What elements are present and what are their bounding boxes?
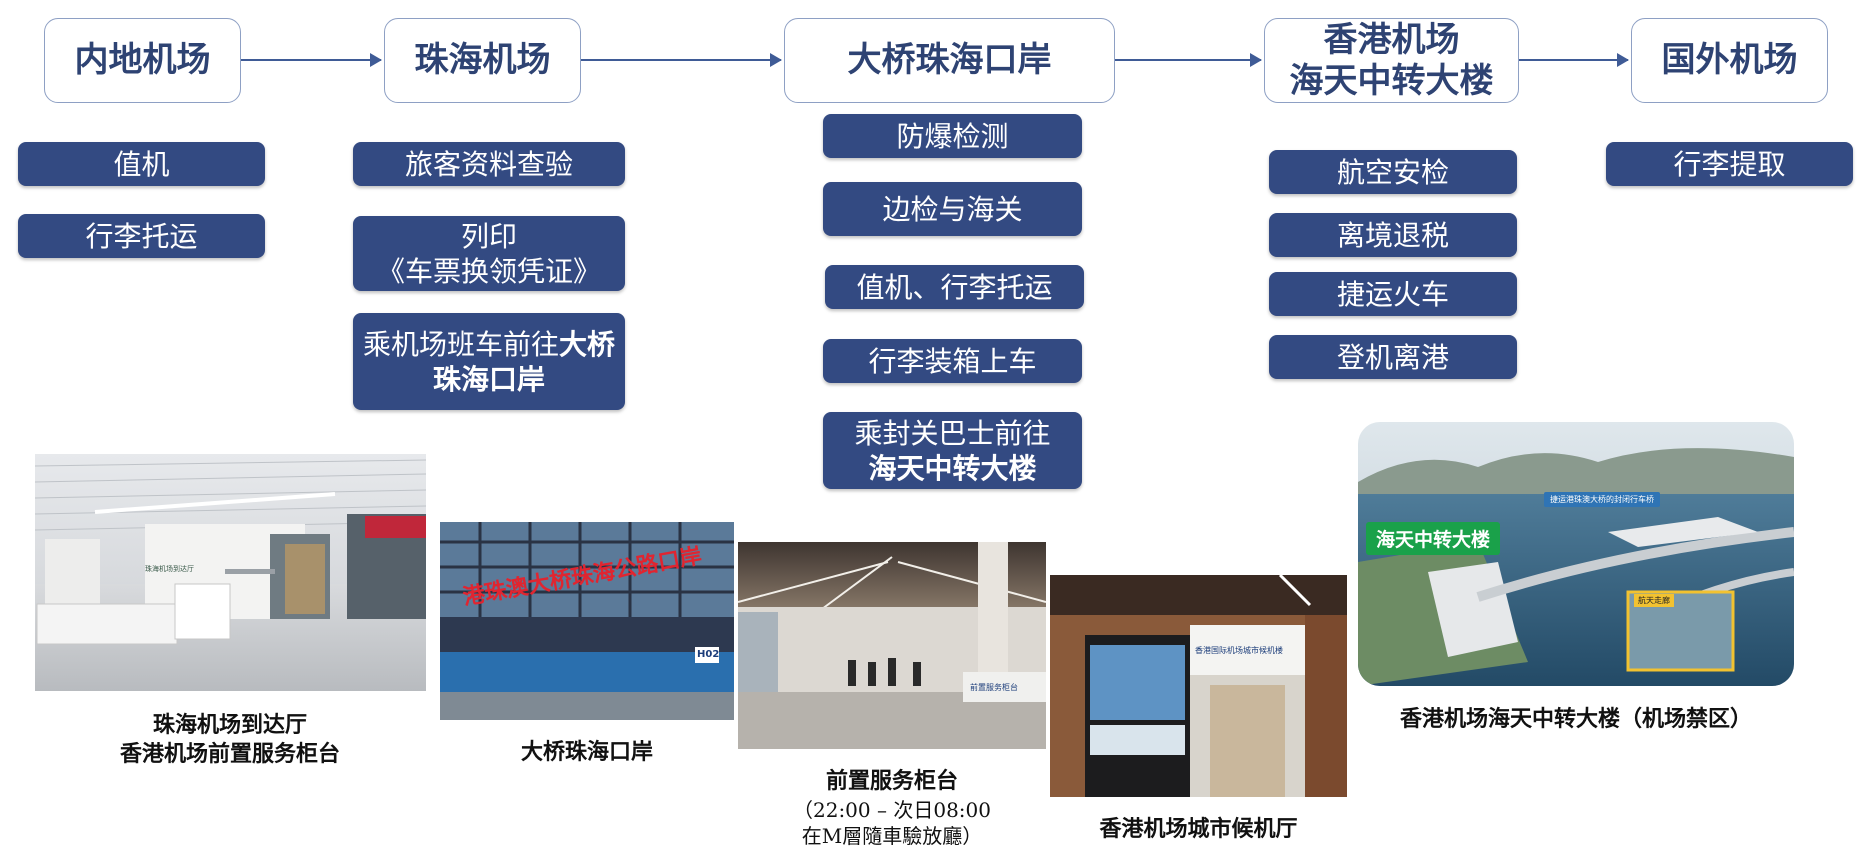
step-label: 边检与海关 (882, 192, 1023, 226)
step-border-customs: 边检与海关 (823, 182, 1082, 236)
stage-zhuhai-airport: 珠海机场 (384, 18, 581, 103)
step-label: 值机、行李托运 (856, 270, 1053, 304)
photo-zhuhai-arrival-hall: 珠海机场到达厅 (35, 454, 426, 691)
caption-line: 香港机场海天中转大楼（机场禁区） (1399, 707, 1752, 732)
caption-line: 香港机场城市候机厅 (1099, 817, 1298, 842)
step-label: 值机 (113, 147, 170, 181)
caption-line: 在M層隨車驗放廳） (801, 823, 983, 848)
step-label-part: 乘机场班车前往 (362, 327, 559, 361)
step-label: 离境退税 (1336, 218, 1449, 252)
stage-bridge-zhuhai-port: 大桥珠海口岸 (784, 18, 1115, 103)
step-automated-train: 捷运火车 (1269, 272, 1517, 316)
photo-art (738, 542, 1046, 749)
caption-line: 香港机场前置服务柜台 (119, 741, 340, 767)
step-passenger-verification: 旅客资料查验 (353, 142, 625, 186)
photo-sign: 香港国际机场城市候机楼 (1195, 646, 1283, 655)
flow-arrow (1115, 53, 1262, 67)
step-explosive-check: 防爆检测 (823, 114, 1082, 158)
step-sealed-bus: 乘封关巴士前往 海天中转大楼 (823, 412, 1082, 489)
photo-pre-service-counter: 前置服务柜台 (738, 542, 1046, 749)
stage-hk-airport-skypier: 香港机场 海天中转大楼 (1264, 18, 1519, 103)
step-label: 捷运火车 (1336, 277, 1449, 311)
step-label-bold: 大桥珠海口岸 (432, 327, 616, 396)
step-baggage-checkin: 行李托运 (18, 214, 265, 258)
caption-bridge-port: 大桥珠海口岸 (440, 739, 734, 768)
caption-line: 珠海机场到达厅 (152, 713, 307, 738)
caption-skypier: 香港机场海天中转大楼（机场禁区） (1358, 706, 1794, 735)
stage-label: 香港机场 海天中转大楼 (1289, 20, 1494, 101)
caption-line: （22:00 – 次日08:00 (793, 797, 991, 822)
step-label: 乘机场班车前往大桥珠海口岸 (353, 327, 625, 397)
photo-art (440, 522, 734, 720)
photo-sign: 前置服务柜台 (970, 683, 1018, 692)
photo-tag-corridor: 航天走廊 (1634, 594, 1674, 607)
step-aviation-security: 航空安检 (1269, 150, 1517, 194)
photo-skypier-aerial: 海天中转大楼 捷运港珠澳大桥的封闭行车桥 航天走廊 (1358, 422, 1794, 686)
step-label-bold: 海天中转大楼 (868, 451, 1037, 485)
flow-arrow (1519, 53, 1629, 67)
step-boarding: 登机离港 (1269, 335, 1517, 379)
step-label: 航空安检 (1336, 155, 1449, 189)
stage-label: 大桥珠海口岸 (847, 40, 1052, 81)
stage-mainland-airport: 内地机场 (44, 18, 241, 103)
stage-foreign-airport: 国外机场 (1631, 18, 1828, 103)
step-baggage-claim: 行李提取 (1606, 142, 1853, 186)
step-label: 行李托运 (85, 219, 198, 253)
caption-city-terminal: 香港机场城市候机厅 (1050, 816, 1347, 845)
photo-tag-road: 捷运港珠澳大桥的封闭行车桥 (1544, 492, 1660, 507)
photo-sign: 珠海机场到达厅 (145, 565, 194, 573)
step-tax-refund: 离境退税 (1269, 213, 1517, 257)
photo-city-terminal: 香港国际机场城市候机楼 (1050, 575, 1347, 797)
caption-line: 大桥珠海口岸 (520, 740, 653, 765)
step-checkin: 值机 (18, 142, 265, 186)
step-label: 旅客资料查验 (404, 147, 573, 181)
photo-art (1050, 575, 1347, 797)
photo-art (35, 454, 426, 691)
flow-arrow (581, 53, 782, 67)
caption-line: 前置服务柜台 (825, 769, 958, 794)
step-label: 登机离港 (1336, 340, 1449, 374)
photo-bridge-port: 港珠澳大桥珠海公路口岸 H02 (440, 522, 734, 720)
step-baggage-loading: 行李装箱上车 (823, 339, 1082, 383)
step-label: 行李提取 (1673, 147, 1786, 181)
step-label: 防爆检测 (896, 119, 1009, 153)
caption-pre-service-counter: 前置服务柜台 （22:00 – 次日08:00 在M層隨車驗放廳） (738, 768, 1046, 849)
step-checkin-baggage: 值机、行李托运 (825, 265, 1084, 309)
step-shuttle-to-port: 乘机场班车前往大桥珠海口岸 (353, 313, 625, 410)
step-label: 行李装箱上车 (868, 344, 1037, 378)
step-label: 列印 《车票换领凭证》 (376, 219, 601, 288)
flow-arrow (241, 53, 382, 67)
stage-label: 国外机场 (1661, 40, 1798, 81)
step-label: 乘封关巴士前往 (854, 416, 1051, 450)
caption-zhuhai-arrival: 珠海机场到达厅 香港机场前置服务柜台 (60, 712, 400, 769)
stage-label: 珠海机场 (414, 40, 551, 81)
photo-tag-skypier: 海天中转大楼 (1366, 522, 1501, 555)
stage-label: 内地机场 (74, 40, 211, 81)
step-print-voucher: 列印 《车票换领凭证》 (353, 216, 625, 291)
gate-label: H02 (697, 649, 720, 660)
